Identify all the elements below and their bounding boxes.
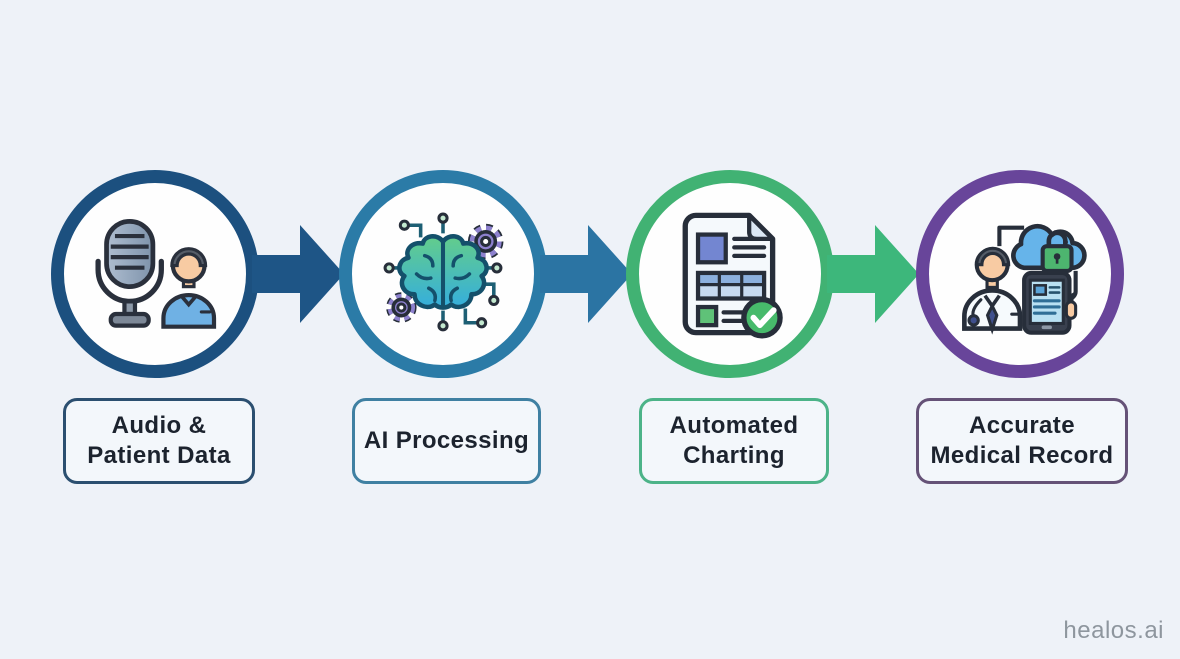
hand-thumb [1064, 300, 1078, 320]
flow-arrow-3 [827, 225, 919, 323]
step-label: Automated Charting [669, 412, 799, 469]
patient-icon [161, 247, 217, 329]
doctor-icon [962, 246, 1023, 335]
doctor-cloud-record-icon [962, 223, 1087, 335]
tablet-icon [1022, 270, 1078, 335]
check-circle-icon [741, 296, 783, 339]
flow-arrow-2 [540, 225, 632, 323]
step-label: Accurate Medical Record [930, 412, 1114, 469]
circuit-nodes [383, 212, 503, 332]
microphone-icon [95, 218, 164, 328]
brain-icon [397, 234, 489, 310]
ai-brain-gears-icon [383, 212, 504, 332]
gear-bottom-left-icon [386, 292, 417, 323]
label-box-ai-processing: AI Processing [352, 398, 541, 484]
label-box-automated-charting: Automated Charting [639, 398, 829, 484]
step-circle-ai-processing [339, 170, 547, 378]
table-grid [695, 270, 767, 301]
step-circle-accurate-medical-record [916, 170, 1124, 378]
step-label: Audio & Patient Data [87, 412, 231, 469]
label-box-audio-patient-data: Audio & Patient Data [63, 398, 255, 484]
microphone-patient-icon [95, 218, 217, 329]
step-circle-automated-charting [626, 170, 834, 378]
label-box-accurate-medical-record: Accurate Medical Record [916, 398, 1128, 484]
automated-chart-document-icon [682, 212, 783, 339]
step-circle-audio-patient-data [51, 170, 259, 378]
lock-icon [1040, 230, 1074, 273]
flow-arrow-1 [252, 225, 344, 323]
step-label: AI Processing [363, 427, 530, 454]
watermark-healos-ai: healos.ai [1063, 617, 1164, 644]
connector-line [997, 225, 1025, 247]
